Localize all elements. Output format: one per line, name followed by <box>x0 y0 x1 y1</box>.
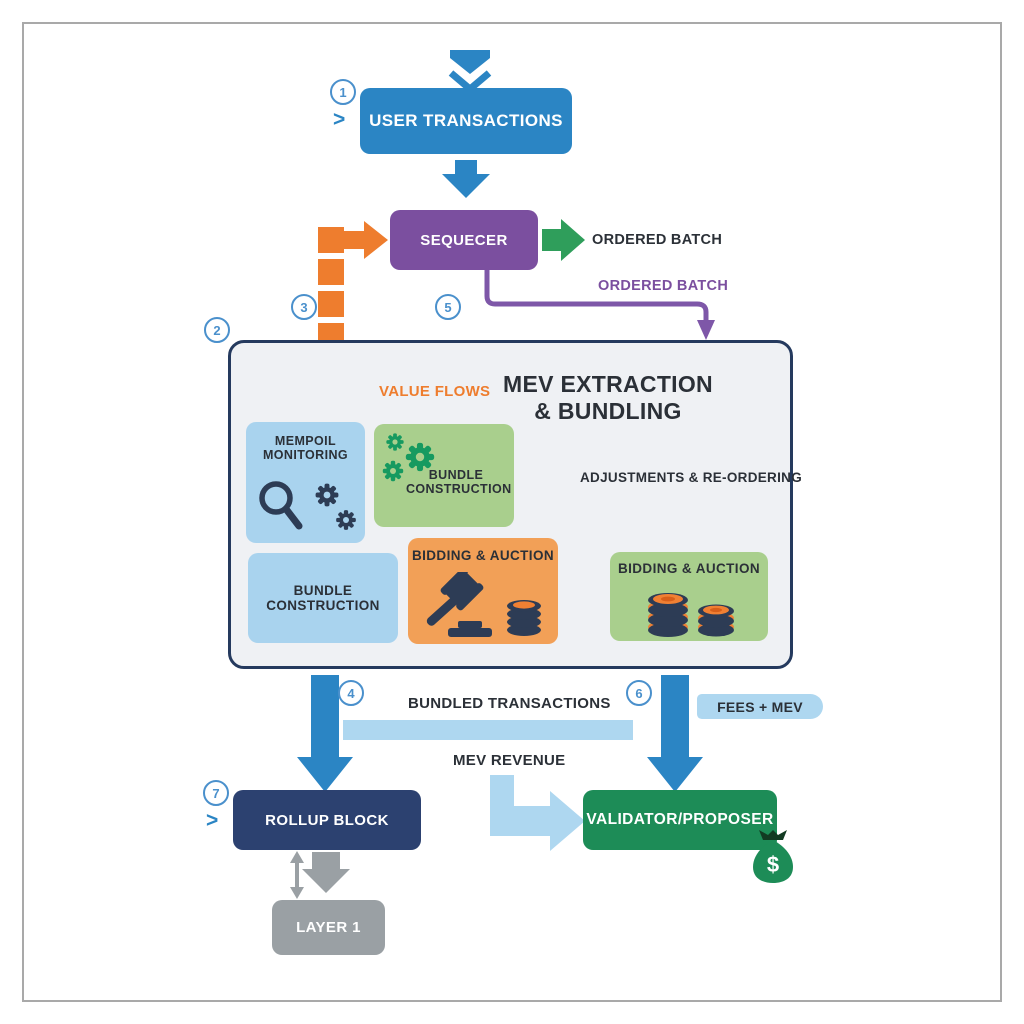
fees-mev-label: FEES + MEV <box>717 698 803 715</box>
rollup-block-chevron-icon: > <box>206 809 219 832</box>
node-layer-1: LAYER 1 <box>272 900 385 955</box>
step-2-badge: 2 <box>204 317 230 343</box>
coin-stack-icon <box>648 593 734 637</box>
bundled-transactions-label: BUNDLED TRANSACTIONS <box>408 695 611 712</box>
coin-stacks-icon <box>648 593 734 637</box>
coin-stack-icon <box>507 600 541 636</box>
node-user-transactions: USER TRANSACTIONS <box>360 88 572 154</box>
step-7-badge: 7 <box>203 780 229 806</box>
node-bidding-auction-green: BIDDING & AUCTION <box>610 552 768 641</box>
step-5-badge: 5 <box>435 294 461 320</box>
bundle-construction-gears-icon <box>382 433 435 482</box>
node-validator-proposer: VALIDATOR/PROPOSER <box>583 790 777 850</box>
diagram-border-frame <box>22 22 1002 1002</box>
mevbox-to-rollup-arrow <box>297 675 353 792</box>
rollup-to-layer1-arrow <box>302 852 350 893</box>
gavel-icon <box>426 572 492 637</box>
value-flows-label: VALUE FLOWS <box>379 383 491 400</box>
gear-icon <box>315 483 356 530</box>
fees-mev-band: FEES + MEV <box>697 694 823 719</box>
node-rollup-block: ROLLUP BLOCK <box>233 790 421 850</box>
bundle-construction-label: BUNDLE CONSTRUCTION <box>406 468 512 496</box>
bidding-auction-label: BIDDING & AUCTION <box>617 561 761 576</box>
user-transactions-chevron-icon: > <box>333 108 346 131</box>
money-bag-icon: $ <box>753 830 793 883</box>
ordered-batch-return-label: ORDERED BATCH <box>598 278 729 294</box>
mempool-search-and-gears-icon <box>259 481 356 530</box>
gavel-and-coins-icon <box>426 572 541 637</box>
user-to-sequencer-arrow <box>442 160 490 198</box>
ordered-batch-out-label: ORDERED BATCH <box>592 232 723 248</box>
value-flow-to-sequencer-arrow <box>343 221 388 259</box>
step-3-badge: 3 <box>291 294 317 320</box>
step-6-badge: 6 <box>626 680 652 706</box>
step-1-badge: 1 <box>330 79 356 105</box>
dollar-sign: $ <box>767 852 779 877</box>
mempool-monitoring-label: MEMPOIL MONITORING <box>262 434 349 462</box>
rollup-layer1-sync-arrow <box>290 851 304 899</box>
node-sequencer: SEQUECER <box>390 210 538 270</box>
adjustments-label: ADJUSTMENTS & RE-ORDERING <box>580 470 803 485</box>
bundled-transactions-band <box>343 720 633 740</box>
mev-revenue-arrow <box>490 775 585 851</box>
magnifier-icon <box>259 481 303 530</box>
mev-revenue-label: MEV REVENUE <box>453 752 566 769</box>
incoming-transactions-chevron-icon <box>448 50 492 94</box>
mevbox-to-validator-arrow <box>647 675 703 792</box>
bidding-auction-label: BIDDING & AUCTION <box>411 548 555 563</box>
step-4-badge: 4 <box>338 680 364 706</box>
sequencer-to-ordered-batch-arrow <box>542 219 585 261</box>
node-bundle-construction-blue: BUNDLE CONSTRUCTION <box>248 553 398 643</box>
mev-container-title: MEV EXTRACTION & BUNDLING <box>503 371 713 425</box>
